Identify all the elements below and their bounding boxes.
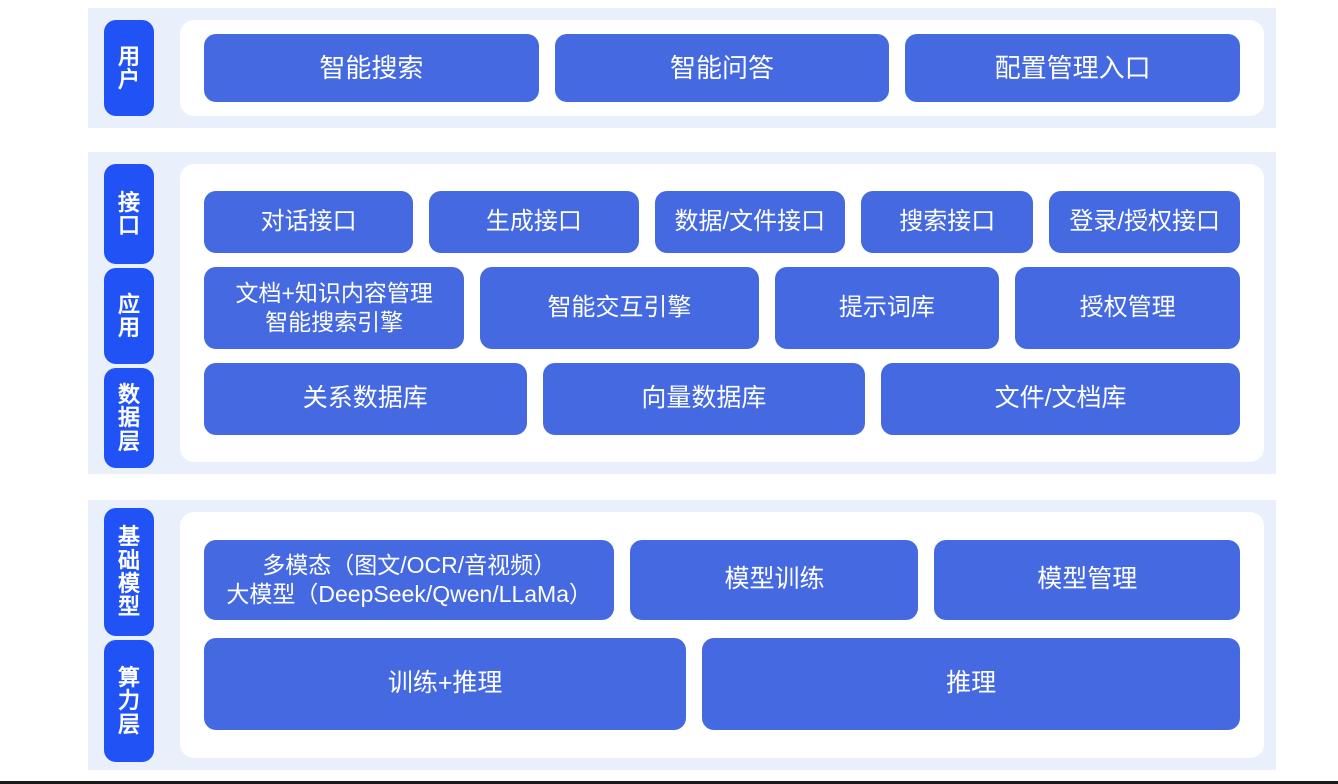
row-user-entries: 智能搜索 智能问答 配置管理入口 xyxy=(204,34,1241,102)
side-label-interface-text: 接口 xyxy=(117,189,140,238)
side-label-data-text: 数据层 xyxy=(117,382,140,454)
box-model-training[interactable]: 模型训练 xyxy=(630,540,919,620)
row-interface-apis: 对话接口 生成接口 数据/文件接口 搜索接口 登录/授权接口 xyxy=(204,191,1241,253)
box-file-document-store[interactable]: 文件/文档库 xyxy=(881,363,1240,435)
side-label-base-model: 基础模型 xyxy=(104,508,154,636)
row-application-modules: 文档+知识内容管理 智能搜索引擎 智能交互引擎 提示词库 授权管理 xyxy=(204,267,1241,349)
side-label-user: 用户 xyxy=(104,20,154,116)
section-platform-layer: 对话接口 生成接口 数据/文件接口 搜索接口 登录/授权接口 文档+知识内容管理… xyxy=(88,152,1276,474)
section-infrastructure-panel: 多模态（图文/OCR/音视频） 大模型（DeepSeek/Qwen/LLaMa）… xyxy=(180,512,1264,758)
box-relational-database[interactable]: 关系数据库 xyxy=(204,363,527,435)
side-label-data: 数据层 xyxy=(104,368,154,468)
section-user-layer: 智能搜索 智能问答 配置管理入口 xyxy=(88,8,1276,128)
row-compute-resources: 训练+推理 推理 xyxy=(204,638,1240,730)
row-model-capabilities: 多模态（图文/OCR/音视频） 大模型（DeepSeek/Qwen/LLaMa）… xyxy=(204,540,1240,620)
section-user-panel: 智能搜索 智能问答 配置管理入口 xyxy=(180,20,1264,116)
box-dialog-api[interactable]: 对话接口 xyxy=(204,191,414,253)
box-config-management-entry[interactable]: 配置管理入口 xyxy=(905,34,1241,102)
box-login-auth-api[interactable]: 登录/授权接口 xyxy=(1049,191,1241,253)
side-label-user-text: 用户 xyxy=(117,43,140,92)
box-prompt-library[interactable]: 提示词库 xyxy=(774,267,1000,349)
section-platform-panel: 对话接口 生成接口 数据/文件接口 搜索接口 登录/授权接口 文档+知识内容管理… xyxy=(180,164,1264,462)
side-label-application: 应用 xyxy=(104,268,154,364)
side-label-application-text: 应用 xyxy=(117,291,140,340)
side-label-compute: 算力层 xyxy=(104,640,154,762)
box-multimodal-large-model[interactable]: 多模态（图文/OCR/音视频） 大模型（DeepSeek/Qwen/LLaMa） xyxy=(204,540,615,620)
side-label-compute-text: 算力层 xyxy=(117,665,140,737)
row-data-stores: 关系数据库 向量数据库 文件/文档库 xyxy=(204,363,1240,435)
box-vector-database[interactable]: 向量数据库 xyxy=(542,363,866,435)
box-smart-qa[interactable]: 智能问答 xyxy=(554,34,890,102)
box-model-management[interactable]: 模型管理 xyxy=(934,540,1240,620)
box-inference[interactable]: 推理 xyxy=(702,638,1240,730)
side-label-interface: 接口 xyxy=(104,164,154,264)
box-document-knowledge-management[interactable]: 文档+知识内容管理 智能搜索引擎 xyxy=(204,267,465,349)
box-search-api[interactable]: 搜索接口 xyxy=(861,191,1034,253)
side-label-base-model-text: 基础模型 xyxy=(117,524,140,620)
box-smart-interaction-engine[interactable]: 智能交互引擎 xyxy=(480,267,759,349)
box-generation-api[interactable]: 生成接口 xyxy=(429,191,639,253)
box-training-and-inference[interactable]: 训练+推理 xyxy=(204,638,687,730)
box-authorization-management[interactable]: 授权管理 xyxy=(1015,267,1241,349)
box-data-file-api[interactable]: 数据/文件接口 xyxy=(654,191,846,253)
box-smart-search[interactable]: 智能搜索 xyxy=(204,34,539,102)
section-infrastructure-layer: 多模态（图文/OCR/音视频） 大模型（DeepSeek/Qwen/LLaMa）… xyxy=(88,500,1276,770)
